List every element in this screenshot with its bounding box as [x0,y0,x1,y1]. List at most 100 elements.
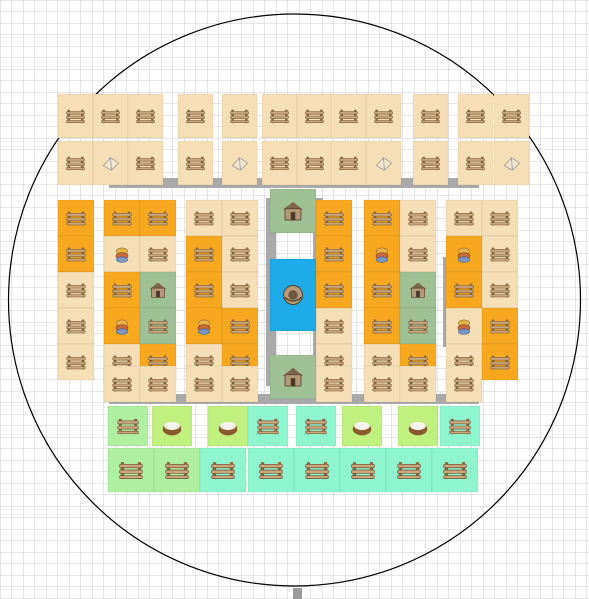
fence-icon [374,109,393,124]
farm-plot[interactable] [177,93,214,139]
farm-plot[interactable] [493,140,530,186]
farm-plot[interactable] [247,405,289,447]
farm-plot[interactable] [439,405,481,447]
farm-plot[interactable] [399,235,437,273]
farm-plot[interactable] [457,140,494,186]
farm-plot[interactable] [221,307,259,345]
farm-plot[interactable] [185,271,223,309]
farm-plot[interactable] [207,405,249,447]
farm-plot[interactable] [103,307,141,345]
farm-plot[interactable] [363,235,401,273]
farm-plot[interactable] [57,343,95,381]
farm-plot[interactable] [139,307,177,345]
farm-plot[interactable] [445,365,483,403]
farm-plot[interactable] [457,93,494,139]
farm-plot[interactable] [481,307,519,345]
farm-plot[interactable] [399,307,437,345]
farm-plot[interactable] [330,140,367,186]
farm-plot[interactable] [103,235,141,273]
farm-plot[interactable] [445,199,483,237]
farm-plot[interactable] [153,447,201,493]
fence-icon [101,109,120,124]
eggs-icon [457,319,471,335]
farm-plot[interactable] [221,140,258,186]
farm-plot[interactable] [103,199,141,237]
farm-plot[interactable] [221,199,259,237]
farm-plot[interactable] [493,93,530,139]
farm-plot[interactable] [445,235,483,273]
barn-plot[interactable] [269,354,317,400]
farm-plot[interactable] [221,271,259,309]
farm-plot[interactable] [127,140,164,186]
farm-plot[interactable] [92,140,129,186]
farm-plot[interactable] [445,271,483,309]
farm-plot[interactable] [315,199,353,237]
farm-plot[interactable] [385,447,433,493]
farm-plot[interactable] [261,93,298,139]
farm-plot[interactable] [92,93,129,139]
farm-plot[interactable] [365,140,402,186]
farm-plot[interactable] [341,405,383,447]
farm-plot[interactable] [57,271,95,309]
farm-plot[interactable] [481,343,519,381]
farm-plot[interactable] [296,93,333,139]
farm-plot[interactable] [139,365,177,403]
farm-plot[interactable] [261,140,298,186]
farm-plot[interactable] [247,447,295,493]
farm-plot[interactable] [339,447,387,493]
farm-plot[interactable] [139,235,177,273]
farm-plot[interactable] [412,93,449,139]
farm-plot[interactable] [315,307,353,345]
farm-plot[interactable] [363,365,401,403]
farm-plot[interactable] [103,365,141,403]
farm-plot[interactable] [221,365,259,403]
farm-plot[interactable] [363,199,401,237]
farm-plot[interactable] [103,271,141,309]
farm-plot[interactable] [221,235,259,273]
farm-plot[interactable] [412,140,449,186]
farm-plot[interactable] [57,307,95,345]
fence-icon [230,377,250,392]
farm-plot[interactable] [431,447,479,493]
farm-plot[interactable] [107,405,149,447]
farm-plot[interactable] [185,235,223,273]
farm-plot[interactable] [293,447,341,493]
farm-plot[interactable] [185,365,223,403]
farm-plot[interactable] [57,199,95,237]
farm-plot[interactable] [57,235,95,273]
farm-plot[interactable] [363,271,401,309]
farm-plot[interactable] [399,365,437,403]
farm-plot[interactable] [139,199,177,237]
farm-plot[interactable] [315,271,353,309]
farm-plot[interactable] [127,93,164,139]
farm-plot[interactable] [221,93,258,139]
farm-plot[interactable] [399,199,437,237]
farm-plot[interactable] [185,307,223,345]
farm-plot[interactable] [481,271,519,309]
tiles-layer[interactable] [57,93,530,493]
farm-plot[interactable] [57,93,94,139]
farm-plot[interactable] [363,307,401,345]
farm-plot[interactable] [151,405,193,447]
barn-plot[interactable] [269,188,317,234]
farm-plot[interactable] [57,140,94,186]
farm-plot[interactable] [481,235,519,273]
well-plot[interactable] [269,258,317,332]
farm-plot[interactable] [199,447,247,493]
farm-plot[interactable] [139,271,177,309]
farm-plot[interactable] [295,405,337,447]
farm-plot[interactable] [365,93,402,139]
farm-plot[interactable] [296,140,333,186]
farm-plot[interactable] [399,271,437,309]
farm-plot[interactable] [185,199,223,237]
farm-plot[interactable] [445,307,483,345]
farm-plot[interactable] [315,365,353,403]
farm-plot[interactable] [177,140,214,186]
farm-plot[interactable] [107,447,155,493]
farm-plot[interactable] [481,199,519,237]
fence-icon [66,283,86,298]
farm-plot[interactable] [330,93,367,139]
farm-plot[interactable] [315,235,353,273]
farm-plot[interactable] [397,405,439,447]
